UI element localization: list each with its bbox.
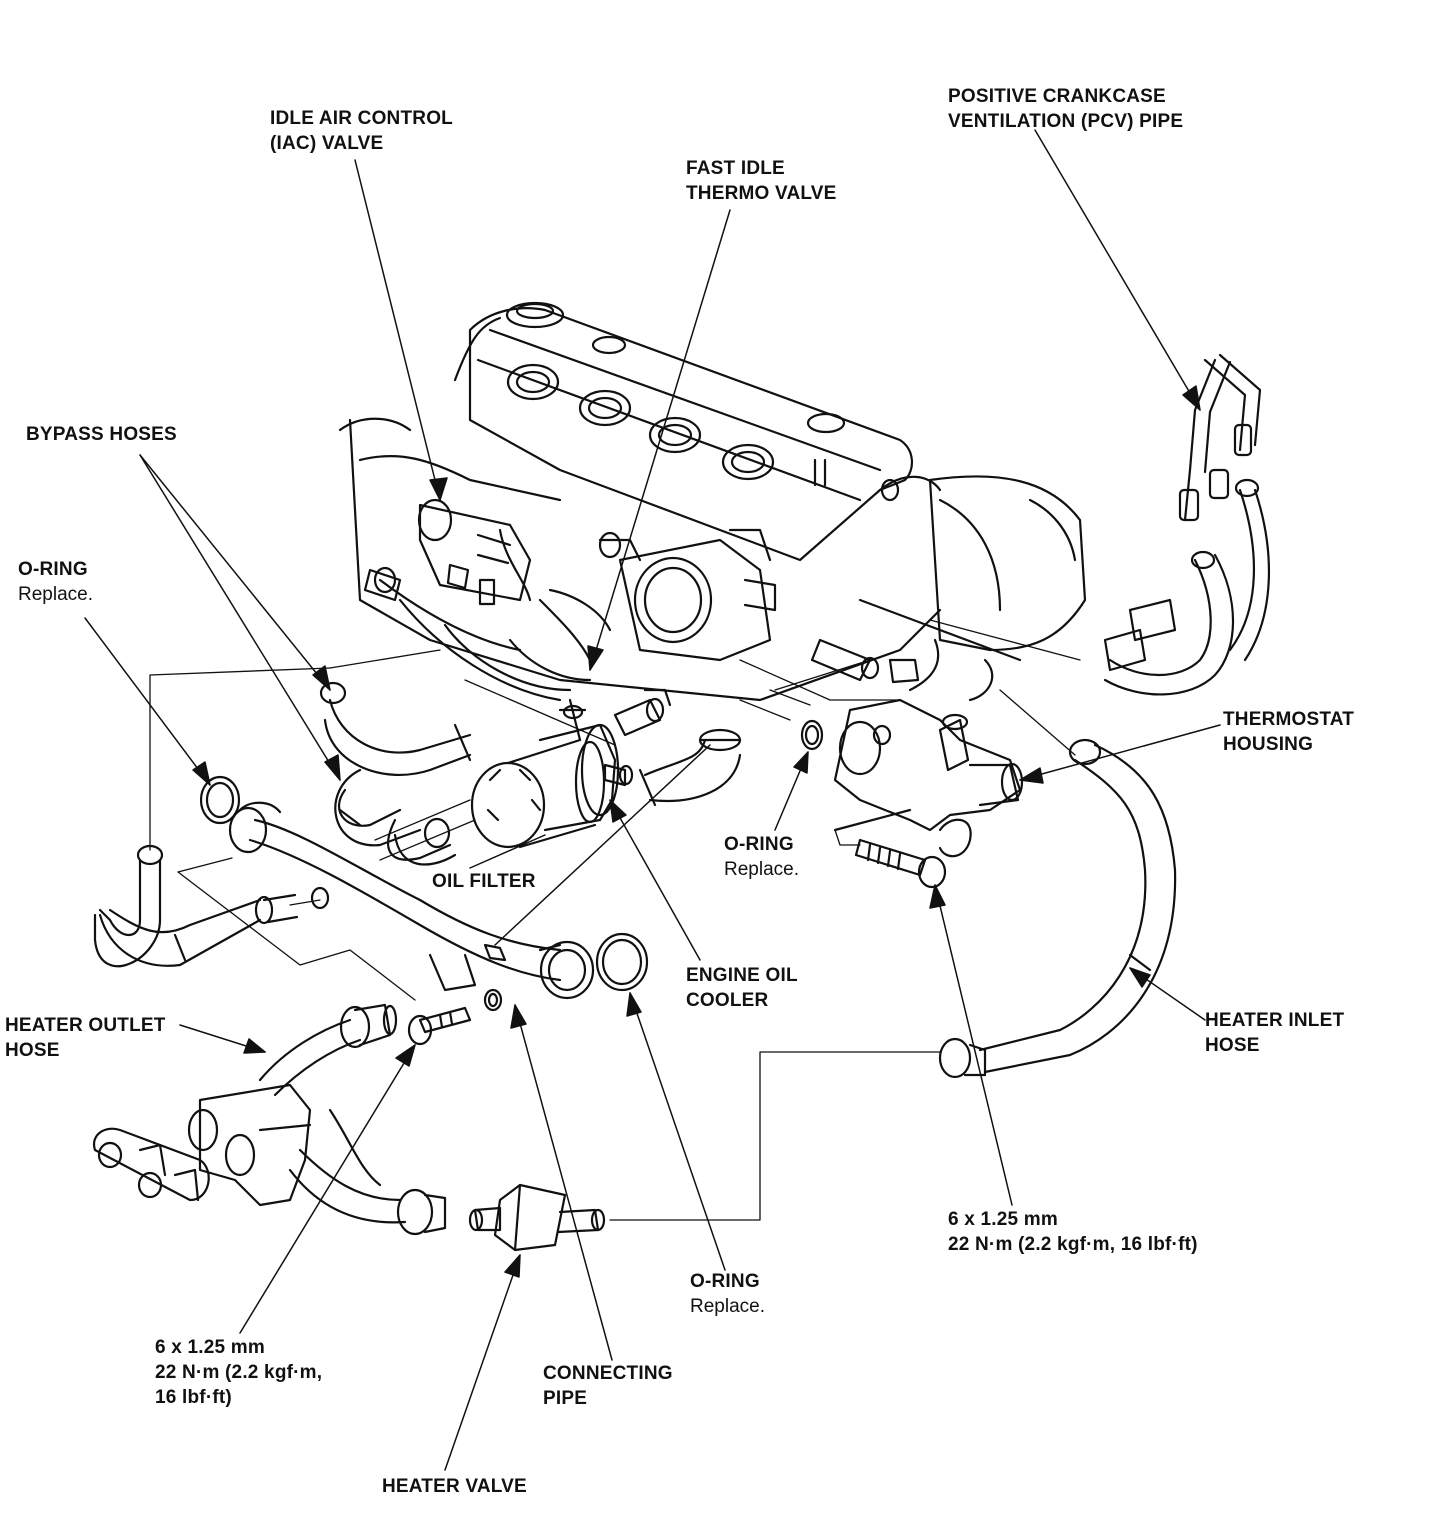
heater-valve	[468, 1183, 606, 1252]
label-connecting-pipe: CONNECTING PIPE	[543, 1361, 673, 1411]
label-heater-inlet-line2: HOSE	[1205, 1035, 1260, 1056]
label-connecting-pipe-line2: PIPE	[543, 1388, 588, 1409]
left-hoses	[93, 844, 330, 968]
label-bypass-hoses: BYPASS HOSES	[26, 422, 177, 447]
heater-outlet-hose	[258, 1003, 398, 1097]
label-o-ring-mid-line1: O-RING	[724, 834, 794, 855]
heater-core-fittings	[92, 1083, 407, 1224]
label-heater-outlet-line2: HOSE	[5, 1040, 60, 1061]
label-pcv-line2: VENTILATION (PCV) PIPE	[948, 111, 1184, 132]
label-thermostat-line1: THERMOSTAT	[1223, 709, 1355, 730]
o-ring-pipe-end	[595, 932, 649, 992]
label-heater-inlet-line1: HEATER INLET	[1205, 1010, 1345, 1031]
label-connecting-pipe-line1: CONNECTING	[543, 1363, 673, 1384]
label-bolt-left-line2: 22 N·m (2.2 kgf·m,	[155, 1362, 323, 1383]
label-heater-valve-line1: HEATER VALVE	[382, 1476, 527, 1497]
oil-filter	[470, 738, 606, 849]
engine-assembly	[338, 301, 1087, 702]
label-bolt-right-line1: 6 x 1.25 mm	[948, 1209, 1058, 1230]
label-thermostat-line2: HOUSING	[1223, 734, 1314, 755]
thermostat-housing	[833, 698, 1024, 858]
bypass-hoses	[319, 681, 472, 866]
label-o-ring-bottom-line1: O-RING	[690, 1271, 760, 1292]
heater-inlet-hose	[938, 738, 1177, 1079]
guide-lines	[149, 619, 1081, 1221]
label-bolt-right-line2: 22 N·m (2.2 kgf·m, 16 lbf·ft)	[948, 1234, 1198, 1255]
label-bolt-left-line3: 16 lbf·ft)	[155, 1387, 232, 1408]
pcv-pipe	[1178, 353, 1262, 522]
label-oil-cooler-line2: COOLER	[686, 990, 769, 1011]
label-heater-outlet-line1: HEATER OUTLET	[5, 1015, 166, 1036]
label-o-ring-mid-line2: Replace.	[724, 859, 799, 880]
label-engine-oil-cooler: ENGINE OIL COOLER	[686, 963, 798, 1013]
label-o-ring-left: O-RING Replace.	[18, 557, 93, 607]
label-pcv-line1: POSITIVE CRANKCASE	[948, 86, 1166, 107]
o-ring-left	[199, 775, 241, 825]
label-fast-idle-thermo-valve: FAST IDLE THERMO VALVE	[686, 156, 837, 206]
engine-oil-cooler	[538, 688, 672, 832]
label-bolt-spec-right: 6 x 1.25 mm 22 N·m (2.2 kgf·m, 16 lbf·ft…	[948, 1207, 1198, 1257]
label-oil-cooler-line1: ENGINE OIL	[686, 965, 798, 986]
label-heater-outlet-hose: HEATER OUTLET HOSE	[5, 1013, 166, 1063]
label-heater-inlet-hose: HEATER INLET HOSE	[1205, 1008, 1344, 1058]
label-o-ring-left-line2: Replace.	[18, 584, 93, 605]
label-o-ring-left-line1: O-RING	[18, 559, 88, 580]
connecting-pipe-bolt	[407, 1006, 472, 1046]
heater-return-hose	[396, 1188, 447, 1236]
leader-lines	[84, 129, 1221, 1471]
label-fast-idle-line1: FAST IDLE	[686, 158, 785, 179]
o-ring-small	[483, 988, 503, 1012]
label-iac-valve-line1: IDLE AIR CONTROL	[270, 108, 453, 129]
label-heater-valve: HEATER VALVE	[382, 1474, 527, 1499]
label-fast-idle-line2: THERMO VALVE	[686, 183, 837, 204]
label-iac-valve-line2: (IAC) VALVE	[270, 133, 384, 154]
label-bolt-spec-left: 6 x 1.25 mm 22 N·m (2.2 kgf·m, 16 lbf·ft…	[155, 1335, 322, 1410]
label-oil-filter: OIL FILTER	[432, 869, 536, 894]
label-pcv-pipe: POSITIVE CRANKCASE VENTILATION (PCV) PIP…	[948, 84, 1183, 134]
label-bolt-left-line1: 6 x 1.25 mm	[155, 1337, 265, 1358]
label-thermostat-housing: THERMOSTAT HOUSING	[1223, 707, 1354, 757]
thermostat-bolt	[854, 838, 947, 889]
bypass-hose-right	[1103, 478, 1271, 696]
label-o-ring-bottom: O-RING Replace.	[690, 1269, 765, 1319]
label-iac-valve: IDLE AIR CONTROL (IAC) VALVE	[270, 106, 453, 156]
connecting-pipe	[228, 801, 595, 1000]
label-oil-filter-line1: OIL FILTER	[432, 871, 536, 892]
cooler-hose	[638, 728, 742, 807]
label-o-ring-mid: O-RING Replace.	[724, 832, 799, 882]
label-o-ring-bottom-line2: Replace.	[690, 1296, 765, 1317]
o-ring-thermostat	[800, 719, 824, 751]
label-bypass-line1: BYPASS HOSES	[26, 424, 177, 445]
